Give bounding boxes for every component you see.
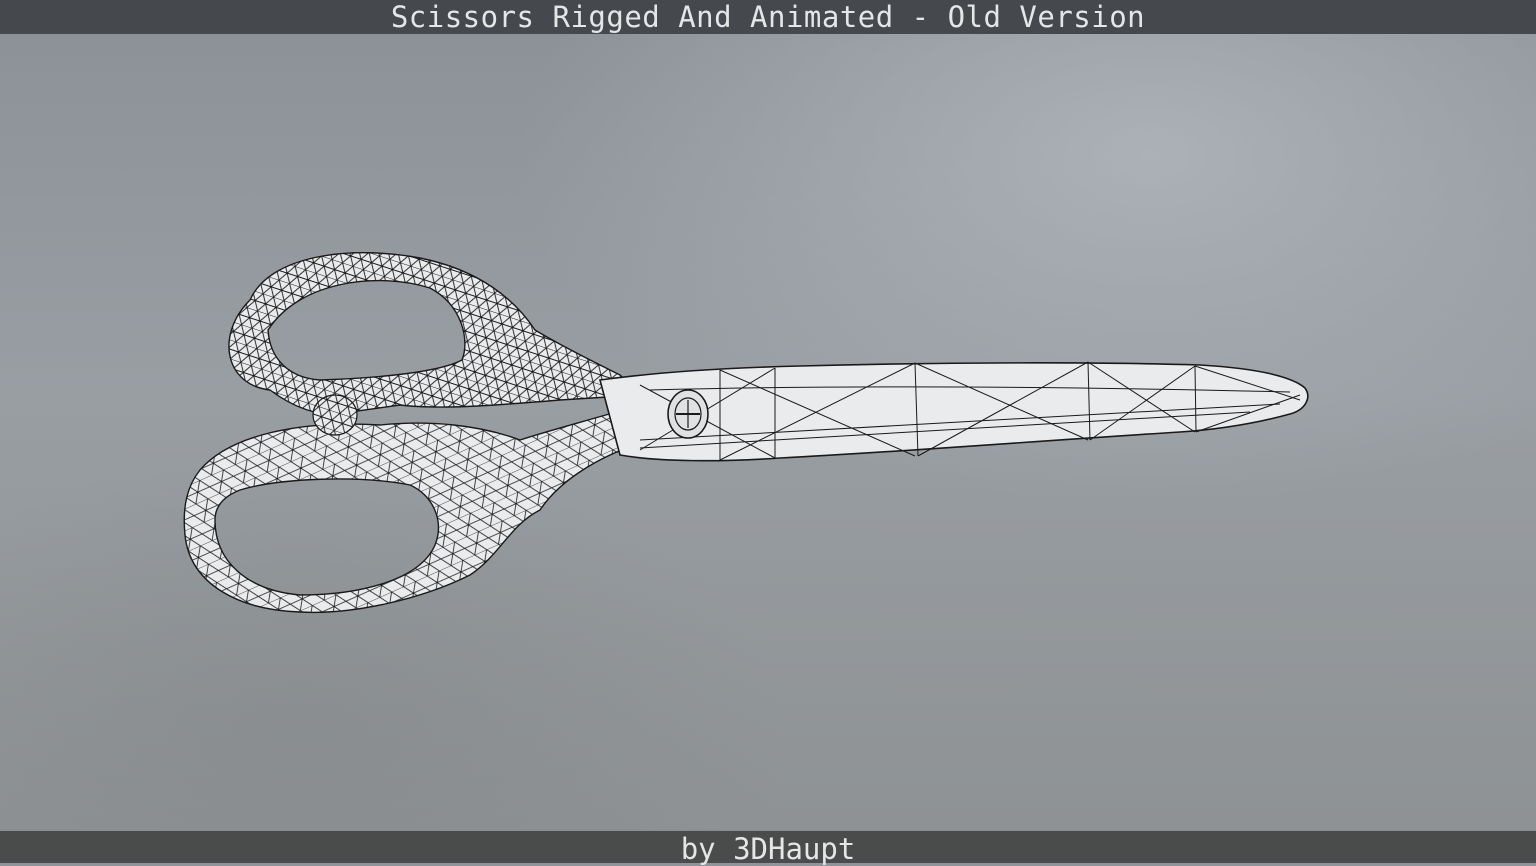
blades (598, 361, 1309, 462)
pivot-screw-icon (667, 389, 709, 439)
upper-handle (228, 252, 642, 415)
video-title: Scissors Rigged And Animated - Old Versi… (390, 0, 1146, 34)
author-credit: by 3DHaupt (680, 832, 856, 866)
title-bar: Scissors Rigged And Animated - Old Versi… (0, 0, 1536, 35)
footer-bar: by 3DHaupt (0, 830, 1536, 866)
lower-handle (183, 404, 651, 614)
